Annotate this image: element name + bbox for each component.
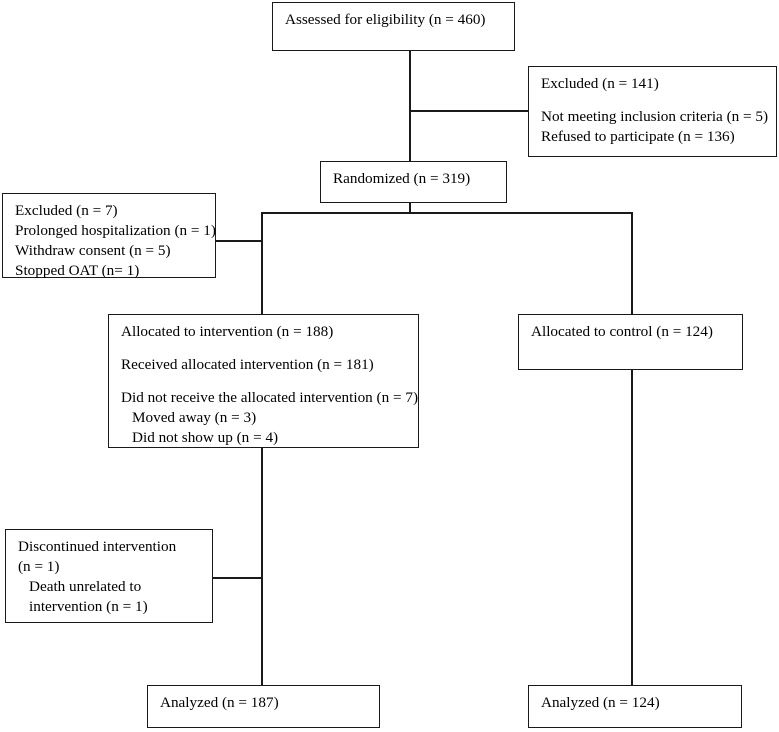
box-excluded-after-randomization: Excluded (n = 7) Prolonged hospitalizati… (2, 193, 216, 280)
discontinued-reason-line-1: Death unrelated to (29, 578, 142, 596)
connector-intervention-to-analyzed (261, 448, 263, 686)
connector-control-to-analyzed (631, 370, 633, 686)
control-heading: Allocated to control (n = 124) (531, 323, 713, 340)
intervention-reason-moved-away: Moved away (n = 3) (132, 409, 257, 427)
box-allocated-to-intervention: Allocated to intervention (n = 188) Rece… (108, 314, 419, 448)
box-discontinued-intervention: Discontinued intervention (n = 1) Death … (5, 529, 213, 623)
excluded-left-reason-stopped-oat: Stopped OAT (n= 1) (15, 262, 140, 280)
excluded-left-reason-prolonged-hospitalization: Prolonged hospitalization (n = 1) (15, 222, 216, 240)
intervention-not-received: Did not receive the allocated interventi… (121, 389, 419, 407)
assessed-for-eligibility-text: Assessed for eligibility (n = 460) (285, 11, 486, 28)
excluded-top-spacer (541, 94, 766, 107)
connector-allocation-split-bar (261, 212, 633, 214)
analyzed-intervention-text: Analyzed (n = 187) (160, 694, 279, 711)
discontinued-reason-line-2: intervention (n = 1) (29, 598, 148, 616)
box-excluded-top: Excluded (n = 141) Not meeting inclusion… (528, 66, 777, 157)
box-randomized: Randomized (n = 319) (320, 161, 507, 203)
intervention-reason-did-not-show-up: Did not show up (n = 4) (132, 429, 279, 447)
intervention-spacer-1 (121, 342, 408, 355)
excluded-top-reason-refused: Refused to participate (n = 136) (541, 128, 735, 146)
intervention-spacer-2 (121, 375, 408, 388)
excluded-top-heading: Excluded (n = 141) (541, 75, 659, 92)
box-analyzed-control: Analyzed (n = 124) (528, 685, 742, 728)
box-assessed-for-eligibility: Assessed for eligibility (n = 460) (272, 2, 515, 51)
box-allocated-to-control: Allocated to control (n = 124) (518, 314, 743, 370)
box-analyzed-intervention: Analyzed (n = 187) (147, 685, 380, 728)
intervention-heading: Allocated to intervention (n = 188) (121, 323, 334, 340)
connector-eligibility-to-excluded (409, 110, 529, 112)
connector-eligibility-to-randomized (409, 51, 411, 162)
excluded-left-heading: Excluded (n = 7) (15, 202, 118, 219)
connector-randomized-stub (409, 203, 411, 214)
excluded-left-reason-withdraw-consent: Withdraw consent (n = 5) (15, 242, 171, 260)
discontinued-heading-line-1: Discontinued intervention (18, 538, 177, 555)
connector-to-discontinued (213, 577, 262, 579)
randomized-text: Randomized (n = 319) (333, 170, 471, 187)
connector-to-intervention (261, 212, 263, 315)
connector-to-excluded-left (216, 240, 262, 242)
connector-to-control (631, 212, 633, 315)
analyzed-control-text: Analyzed (n = 124) (541, 694, 660, 711)
intervention-received: Received allocated intervention (n = 181… (121, 356, 374, 374)
discontinued-heading-line-2: (n = 1) (18, 558, 60, 576)
excluded-top-reason-not-meeting-inclusion: Not meeting inclusion criteria (n = 5) (541, 108, 769, 126)
